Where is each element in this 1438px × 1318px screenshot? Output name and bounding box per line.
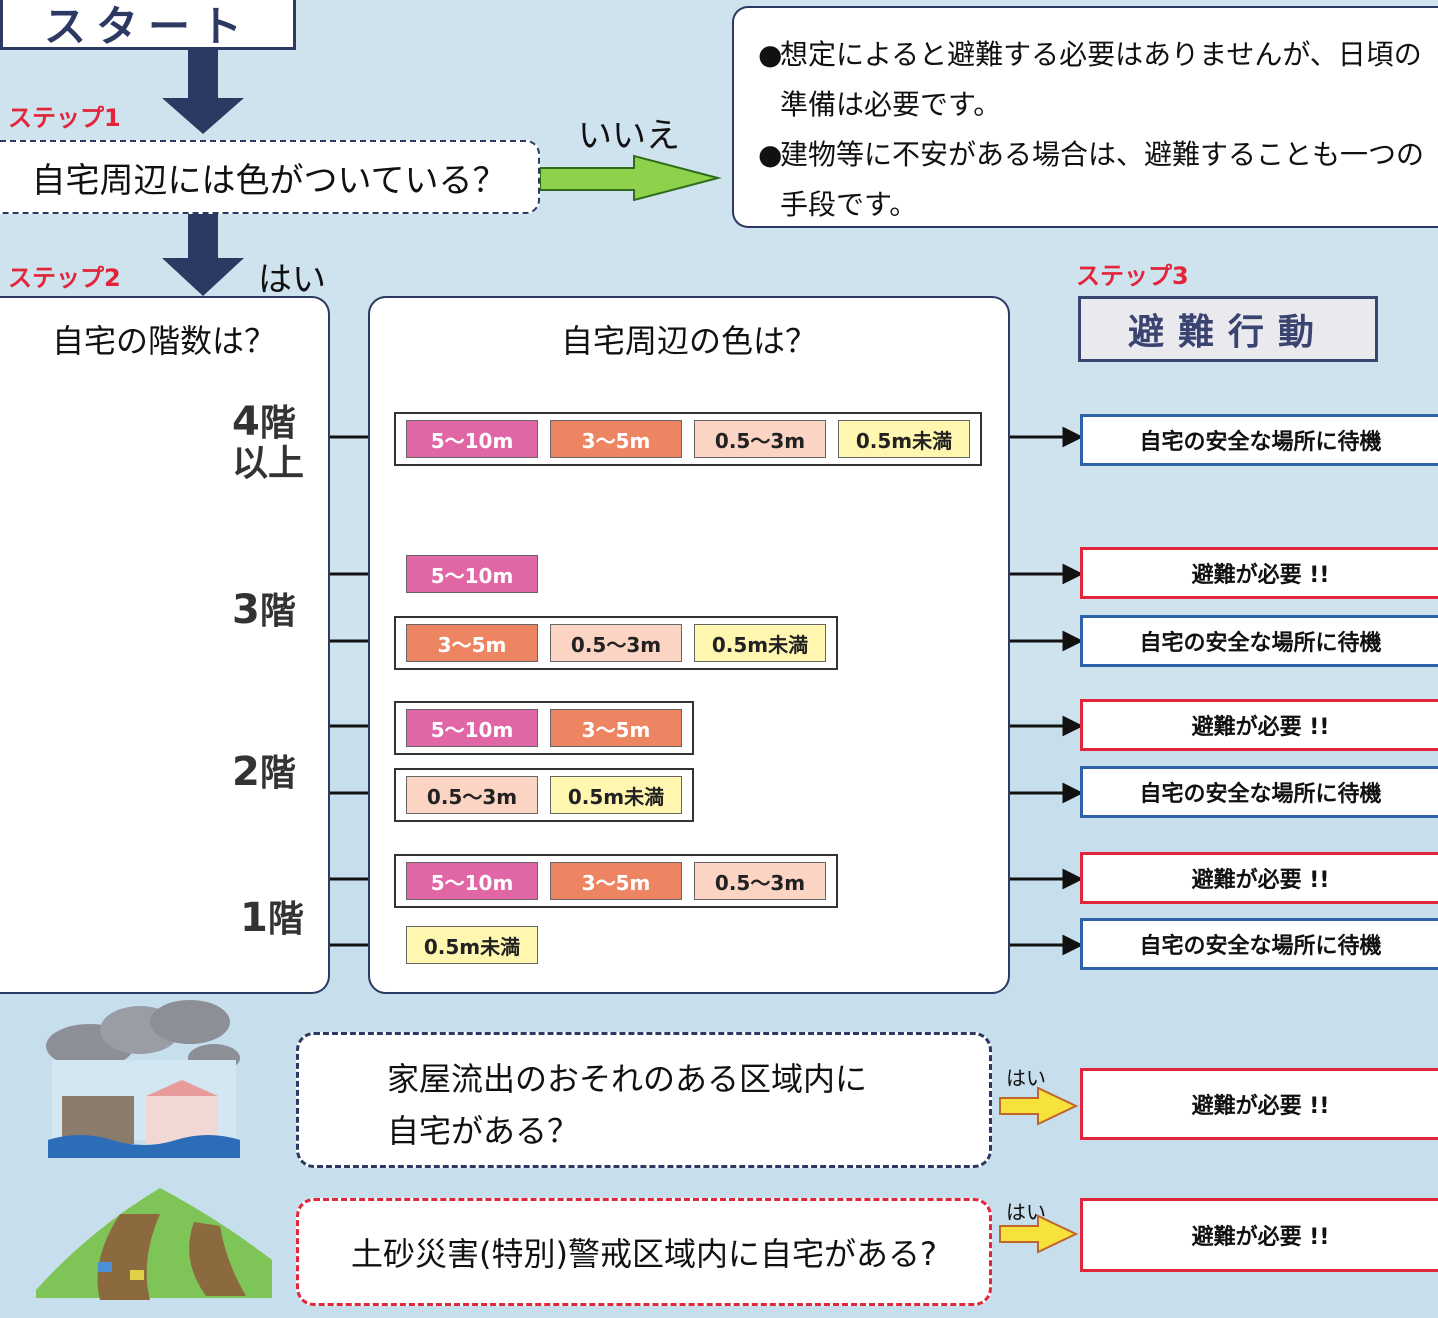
step3-label: ステップ3 [1076, 262, 1189, 290]
depth-chip: 5～10m [406, 420, 538, 458]
evacuation-action-header: 避難行動 [1078, 296, 1378, 362]
bullet: ● [758, 38, 783, 71]
depth-chip: 3～5m [550, 709, 682, 747]
depth-group-3f-safe: 3～5m 0.5～3m 0.5m未満 [394, 616, 838, 670]
depth-group-4f: 5～10m 3～5m 0.5～3m 0.5m未満 [394, 412, 982, 466]
step2-label: ステップ2 [8, 264, 121, 292]
no-label: いいえ [578, 116, 680, 156]
floor-num: 1 [240, 895, 268, 941]
yes-label: はい [258, 260, 326, 300]
result-evacuate: 避難が必要 !! [1080, 852, 1438, 904]
washout-question-line-1: 家屋流出のおそれのある区域内に [387, 1060, 868, 1098]
floor-num: 2 [232, 749, 260, 795]
info-line-2: 建物等に不安がある場合は、避難することも一つの手段です。 [780, 138, 1425, 221]
start-label: スタート [0, 0, 296, 51]
result-stay-home: 自宅の安全な場所に待機 [1080, 766, 1438, 818]
depth-chip: 0.5～3m [550, 624, 682, 662]
floor-sub: 以上 [232, 443, 305, 484]
floor-3-label: 3階 [232, 582, 296, 634]
result-stay-home: 自宅の安全な場所に待機 [1080, 615, 1438, 667]
washout-question-line-2: 自宅がある？ [387, 1112, 580, 1150]
result-evacuate: 避難が必要 !! [1080, 1198, 1438, 1272]
down-arrow-2-icon [162, 214, 244, 296]
depth-chip: 0.5m未満 [838, 420, 970, 458]
color-panel-title: 自宅周辺の色は？ [560, 322, 817, 360]
yes-label-small: はい [1006, 1066, 1046, 1090]
down-arrow-1-icon [162, 50, 244, 134]
depth-chip: 5～10m [406, 709, 538, 747]
floor-unit: 階 [259, 591, 296, 632]
depth-chip: 3～5m [550, 420, 682, 458]
floor-4-label: 4階 以上 [232, 402, 304, 484]
floor-1-label: 1階 [240, 890, 304, 942]
result-stay-home: 自宅の安全な場所に待機 [1080, 414, 1438, 466]
depth-chip: 0.5～3m [694, 862, 826, 900]
depth-chip: 0.5～3m [406, 776, 538, 814]
yes-arrow-icon [999, 1214, 1079, 1254]
depth-group-2f-evac: 5～10m 3～5m [394, 701, 694, 755]
floor-unit: 階 [259, 403, 296, 444]
result-evacuate: 避難が必要 !! [1080, 1068, 1438, 1140]
landslide-question-box: 土砂災害(特別)警戒区域内に自宅がある? [296, 1198, 992, 1306]
depth-chip: 5～10m [406, 555, 538, 593]
floor-2-label: 2階 [232, 744, 296, 796]
floor-unit: 階 [259, 753, 296, 794]
result-stay-home: 自宅の安全な場所に待機 [1080, 918, 1438, 970]
result-evacuate: 避難が必要 !! [1080, 547, 1438, 599]
yes-label-small: はい [1006, 1200, 1046, 1224]
flood-illustration-icon [46, 1000, 240, 1158]
depth-chip: 0.5～3m [694, 420, 826, 458]
question-color-around-home: 自宅周辺には色がついている？ [0, 140, 540, 214]
floor-panel-title: 自宅の階数は？ [51, 322, 276, 360]
bullet: ● [758, 138, 783, 171]
step1-label: ステップ1 [8, 104, 121, 132]
floor-unit: 階 [267, 899, 304, 940]
depth-chip: 0.5m未満 [406, 926, 538, 964]
info-line-1: 想定によると避難する必要はありませんが、日頃の準備は必要です。 [780, 38, 1422, 121]
result-evacuate: 避難が必要 !! [1080, 699, 1438, 751]
depth-group-2f-safe: 0.5～3m 0.5m未満 [394, 768, 694, 822]
depth-chip: 0.5m未満 [550, 776, 682, 814]
depth-chip: 3～5m [406, 624, 538, 662]
floor-num: 3 [232, 587, 260, 633]
depth-chip: 3～5m [550, 862, 682, 900]
house-washout-question-box: 家屋流出のおそれのある区域内に 自宅がある？ [296, 1032, 992, 1168]
no-arrow-icon [539, 154, 722, 202]
floor-num: 4 [232, 399, 260, 445]
yes-arrow-icon [999, 1086, 1079, 1126]
no-color-info-box: ●想定によると避難する必要はありませんが、日頃の準備は必要です。 ●建物等に不安… [732, 6, 1438, 228]
floor-panel: 自宅の階数は？ [0, 296, 330, 994]
depth-chip: 0.5m未満 [694, 624, 826, 662]
landslide-illustration-icon [36, 1188, 272, 1300]
depth-chip: 5～10m [406, 862, 538, 900]
depth-group-1f-evac: 5～10m 3～5m 0.5～3m [394, 854, 838, 908]
